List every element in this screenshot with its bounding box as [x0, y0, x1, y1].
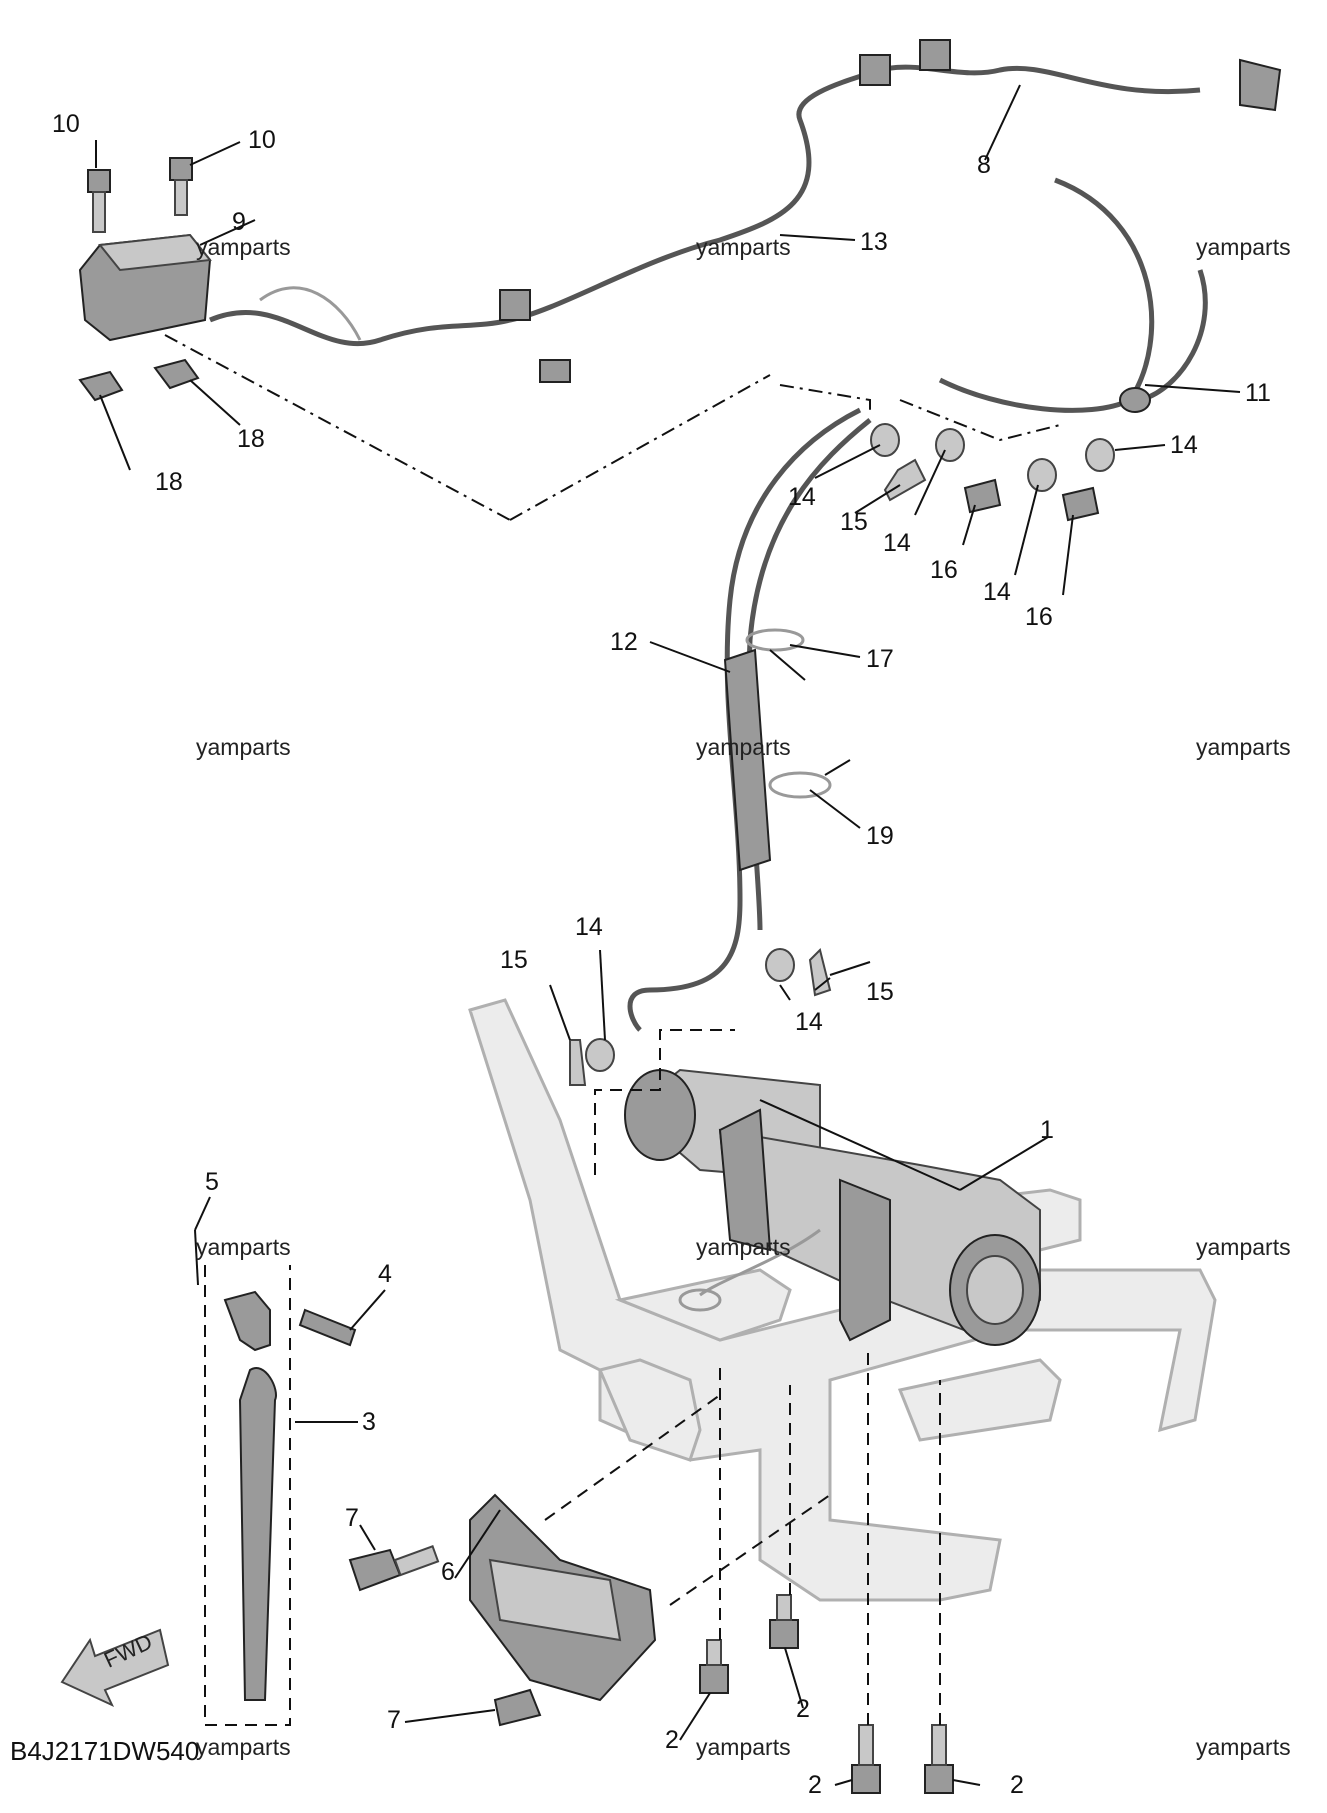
callout-15-b: 15: [500, 946, 528, 974]
hook-strap-assembly: [194, 1229, 357, 1701]
callout-6: 6: [441, 1558, 455, 1586]
cap-14-a: [870, 423, 900, 457]
watermark: yamparts: [696, 734, 791, 760]
callout-1: 1: [1040, 1116, 1054, 1144]
bolt-7-lower: [493, 1688, 542, 1727]
callout-8: 8: [977, 151, 991, 179]
boot-15-b: [569, 1039, 587, 1086]
cap-14-e: [765, 948, 795, 982]
leader-lines: [95, 84, 1241, 1786]
callout-14-e: 14: [795, 1008, 823, 1036]
callout-12: 12: [610, 628, 638, 656]
callout-2-d: 2: [1010, 1771, 1024, 1799]
callout-13: 13: [860, 228, 888, 256]
watermark: yamparts: [196, 1234, 291, 1260]
cable-tie-19: [768, 759, 851, 799]
cover-16-b: [1061, 486, 1100, 522]
callout-16-a: 16: [930, 556, 958, 584]
callout-14-c: 14: [983, 578, 1011, 606]
callout-16-b: 16: [1025, 603, 1053, 631]
watermark: yamparts: [1196, 734, 1291, 760]
cap-14-b: [935, 428, 965, 462]
watermark: yamparts: [696, 1234, 791, 1260]
bolt-2-a: [699, 1639, 729, 1694]
callout-18-right: 18: [237, 425, 265, 453]
callout-7-lower: 7: [387, 1706, 401, 1734]
winch-relay: [78, 233, 212, 342]
watermark: yamparts: [1196, 234, 1291, 260]
callout-14-d: 14: [575, 913, 603, 941]
watermark: yamparts: [1196, 1234, 1291, 1260]
fwd-arrow-icon: [60, 1628, 170, 1708]
winch-assembly: [624, 1068, 1041, 1346]
cap-14-d: [1085, 438, 1115, 472]
watermark: yamparts: [696, 1734, 791, 1760]
cap-14-f: [585, 1038, 615, 1072]
callout-2-b: 2: [796, 1695, 810, 1723]
callout-17: 17: [866, 645, 894, 673]
bolt-2-d: [924, 1724, 954, 1794]
callout-11: 11: [1245, 379, 1271, 407]
switch-harness-8: [859, 39, 1282, 112]
wire-harness-13: [209, 67, 881, 383]
winch-cable-12: [627, 407, 872, 1032]
callout-15-a: 15: [840, 508, 868, 536]
callout-10-right: 10: [248, 126, 276, 154]
watermark: yamparts: [196, 234, 291, 260]
callout-5: 5: [205, 1168, 219, 1196]
callout-3: 3: [362, 1408, 376, 1436]
boot-15-c: [808, 948, 832, 997]
callout-7-upper: 7: [345, 1504, 359, 1532]
roller-fairlead-6: [469, 1493, 657, 1702]
callout-14-far-right: 14: [1170, 431, 1198, 459]
cap-14-c: [1027, 458, 1057, 492]
watermark: yamparts: [196, 734, 291, 760]
watermark: yamparts: [1196, 1734, 1291, 1760]
bolt-10-right: [169, 157, 193, 216]
bolt-10-left: [87, 169, 111, 233]
nut-18-right: [153, 358, 200, 390]
cable-tie-17: [745, 628, 806, 681]
callout-4: 4: [378, 1260, 392, 1288]
diagram-code: B4J2171DW540: [10, 1736, 200, 1766]
boot-15-a: [883, 458, 927, 502]
callout-9: 9: [232, 208, 246, 236]
bolt-7-upper: [348, 1545, 440, 1592]
callout-15-c: 15: [866, 978, 894, 1006]
callout-18-left: 18: [155, 468, 183, 496]
callout-2-c: 2: [808, 1771, 822, 1799]
battery-lead-11: [938, 177, 1208, 413]
nut-18-left: [78, 370, 124, 402]
callout-10-left: 10: [52, 110, 80, 138]
bolt-2-c: [851, 1724, 881, 1794]
callout-14-a: 14: [788, 483, 816, 511]
watermark: yamparts: [696, 234, 791, 260]
watermark: yamparts: [196, 1734, 291, 1760]
callout-2-a: 2: [665, 1726, 679, 1754]
cover-16-a: [963, 478, 1002, 514]
callout-19: 19: [866, 822, 894, 850]
bolt-2-b: [769, 1594, 799, 1649]
callout-14-b: 14: [883, 529, 911, 557]
